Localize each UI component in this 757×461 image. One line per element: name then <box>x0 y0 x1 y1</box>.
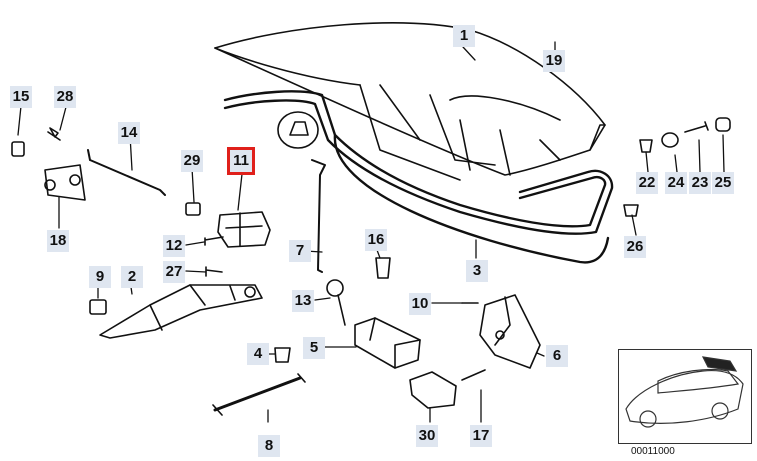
inset-car-drawing <box>625 356 744 428</box>
buffer-16-drawing <box>375 257 391 279</box>
callout-16[interactable]: 16 <box>365 229 387 251</box>
nut-4-drawing <box>274 347 291 363</box>
callout-12[interactable]: 12 <box>163 235 185 257</box>
callout-1[interactable]: 1 <box>453 25 475 47</box>
screw-28-drawing <box>47 127 61 141</box>
callout-13[interactable]: 13 <box>292 290 314 312</box>
screw-22-drawing <box>639 139 653 153</box>
screw-27-drawing <box>205 266 223 277</box>
washer-24-drawing <box>661 132 679 148</box>
diagram-reference-number: 00011000 <box>631 446 675 457</box>
callout-5[interactable]: 5 <box>303 337 325 359</box>
callout-19[interactable]: 19 <box>543 50 565 72</box>
cap-25-drawing <box>715 117 731 132</box>
callout-24[interactable]: 24 <box>665 172 687 194</box>
callout-25[interactable]: 25 <box>712 172 734 194</box>
switch-11-drawing <box>217 211 271 248</box>
bolt-23-drawing <box>684 121 709 133</box>
callout-26[interactable]: 26 <box>624 236 646 258</box>
callout-10[interactable]: 10 <box>409 293 431 315</box>
callout-3[interactable]: 3 <box>466 260 488 282</box>
callout-6[interactable]: 6 <box>546 345 568 367</box>
callout-27[interactable]: 27 <box>163 261 185 283</box>
callout-17[interactable]: 17 <box>470 425 492 447</box>
screw-15-drawing <box>11 141 25 157</box>
callout-14[interactable]: 14 <box>118 122 140 144</box>
grommet-29-drawing <box>185 202 201 216</box>
trunk-lid-drawing <box>214 22 606 181</box>
callout-29[interactable]: 29 <box>181 150 203 172</box>
latch-6-drawing <box>479 294 541 369</box>
callout-8[interactable]: 8 <box>258 435 280 457</box>
rod-drawing <box>87 149 166 196</box>
trunk-seal-drawing <box>223 90 614 264</box>
callout-28[interactable]: 28 <box>54 86 76 108</box>
lock-5-drawing <box>354 317 421 369</box>
hinge-arm-drawing <box>99 284 263 339</box>
callout-15[interactable]: 15 <box>10 86 32 108</box>
clip-26-drawing <box>623 204 639 217</box>
screw-12-drawing <box>204 236 224 246</box>
callout-9[interactable]: 9 <box>89 266 111 288</box>
cover-30-drawing <box>409 371 457 409</box>
callout-4[interactable]: 4 <box>247 343 269 365</box>
leader-lines <box>17 41 725 423</box>
strut-8-drawing <box>213 376 302 412</box>
screw-13-drawing <box>326 279 344 297</box>
callout-2[interactable]: 2 <box>121 266 143 288</box>
screw-17-drawing <box>461 369 486 381</box>
cable-7-drawing <box>311 159 326 273</box>
callout-7[interactable]: 7 <box>289 240 311 262</box>
pad-9-drawing <box>89 299 107 315</box>
callout-22[interactable]: 22 <box>636 172 658 194</box>
seal-clip-drawing <box>277 111 319 149</box>
callout-11-highlighted[interactable]: 11 <box>227 147 255 175</box>
vehicle-location-inset <box>618 349 752 444</box>
lock-bracket-drawing <box>44 164 86 201</box>
callout-30[interactable]: 30 <box>416 425 438 447</box>
callout-18[interactable]: 18 <box>47 230 69 252</box>
callout-23[interactable]: 23 <box>689 172 711 194</box>
